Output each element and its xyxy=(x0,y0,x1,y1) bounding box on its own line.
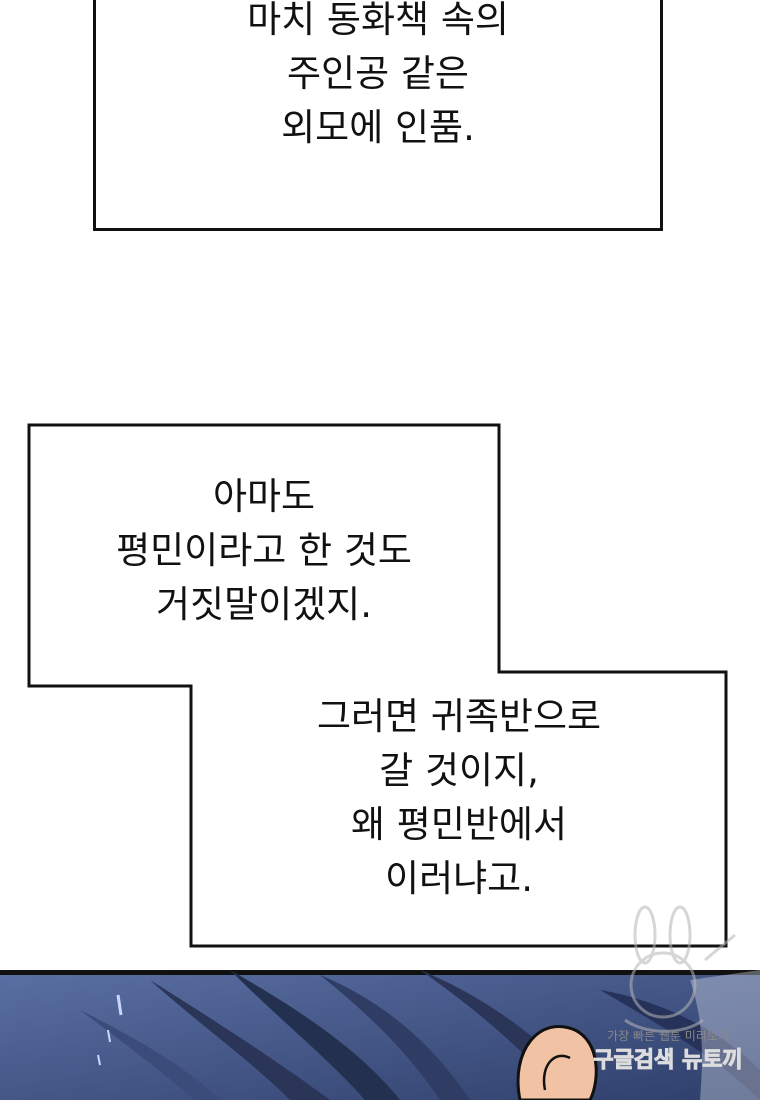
caption-line: 이러냐고. xyxy=(385,857,533,900)
panel-artwork xyxy=(0,970,760,1100)
caption-line: 주인공 같은 xyxy=(287,52,469,95)
caption-box-stepped xyxy=(27,423,728,948)
comic-panel-bottom xyxy=(0,970,760,1100)
caption-line: 거짓말이겠지. xyxy=(155,583,372,626)
caption-line: 갈 것이지, xyxy=(379,749,539,792)
caption-line: 아마도 xyxy=(212,475,316,518)
caption-line: 왜 평민반에서 xyxy=(350,803,567,846)
watermark-text-large: 구글검색 뉴토끼 xyxy=(593,1048,743,1074)
caption-box-top: 마치 동화책 속의 주인공 같은 외모에 인품. xyxy=(93,0,663,231)
caption-text-bottom: 그러면 귀족반으로 갈 것이지, 왜 평민반에서 이러냐고. xyxy=(190,690,728,906)
caption-line: 외모에 인품. xyxy=(281,106,475,149)
caption-line: 마치 동화책 속의 xyxy=(247,0,509,41)
caption-text-top: 마치 동화책 속의 주인공 같은 외모에 인품. xyxy=(96,0,660,155)
caption-text-middle: 아마도 평민이라고 한 것도 거짓말이겠지. xyxy=(28,470,500,632)
caption-line: 평민이라고 한 것도 xyxy=(116,529,412,572)
watermark-logo xyxy=(624,905,736,1033)
watermark-text-small: 가장 빠른 웹툰 미리보기 xyxy=(607,1029,729,1043)
caption-line: 그러면 귀족반으로 xyxy=(316,695,602,738)
